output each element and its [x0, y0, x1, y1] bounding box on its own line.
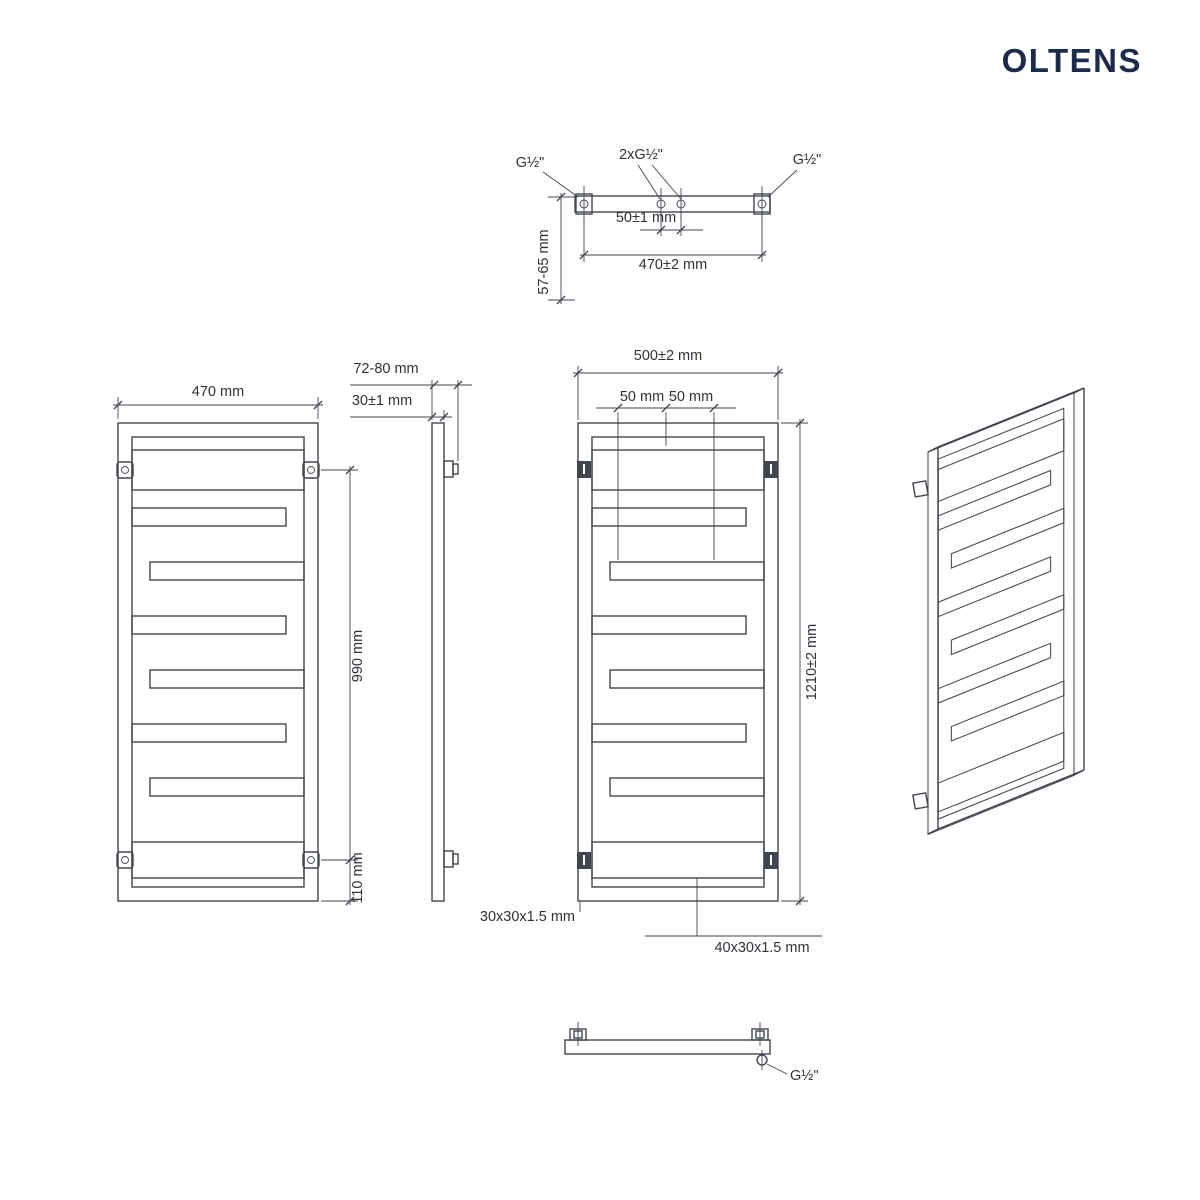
dim-label-overall-height: 1210±2 mm [804, 624, 820, 700]
bottom-bracket-left [569, 1022, 587, 1046]
bottom-tube [564, 1039, 771, 1055]
top-view: G½" 2xG½" G½" 50±1 mm 470±2 mm 57-65 mm [516, 147, 822, 305]
perspective-brackets [912, 480, 929, 810]
dim-overall-height [781, 418, 808, 906]
mounting-bracket-top-right [302, 461, 320, 479]
front-outer-frame [117, 422, 319, 902]
front-inner-frame [131, 436, 305, 888]
dim-connection-offsets [596, 403, 736, 560]
bottom-bracket-right [751, 1022, 769, 1046]
dim-label-front-width: 470 mm [192, 384, 244, 400]
perspective-depth-edges [927, 387, 1085, 835]
leader-conn-mid-1 [637, 164, 661, 200]
side-bracket-top [443, 460, 459, 478]
dim-conn-width [579, 216, 767, 262]
label-conn-right: G½" [793, 152, 822, 168]
dim-label-conn-width: 470±2 mm [639, 257, 707, 273]
mounting-bracket-top-left [116, 461, 134, 479]
dim-inner-frame [591, 436, 765, 888]
bottom-connection [756, 1050, 788, 1075]
dim-label-side-tube: 30±1 mm [352, 393, 412, 409]
front-meander-bars [131, 507, 305, 797]
dim-label-overall-width: 500±2 mm [634, 348, 702, 364]
side-body [431, 422, 445, 902]
leader-profile-bar [645, 878, 822, 937]
leader-conn-left [542, 171, 579, 198]
perspective-front-face [927, 392, 1075, 836]
dim-overall-width [573, 366, 783, 420]
brand-logo: OLTENS [1001, 42, 1142, 79]
dim-label-bracket-offset: 110 mm [350, 852, 366, 903]
mounting-bracket-bottom-left [116, 851, 134, 869]
label-bottom-conn: G½" [790, 1068, 819, 1084]
bottom-view: G½" [564, 1022, 819, 1084]
side-view: 72-80 mm 30±1 mm [350, 361, 472, 902]
label-conn-left: G½" [516, 155, 545, 171]
front-view: 470 mm 990 mm 110 mm [113, 384, 366, 906]
dim-label-50-left: 50 mm [620, 389, 664, 405]
front-bottom-rail [131, 841, 305, 879]
dim-side-tube [350, 410, 452, 422]
leader-conn-right [767, 169, 798, 198]
dim-front-width [113, 397, 323, 419]
dim-side-depth [350, 380, 472, 461]
label-profile-bar: 40x30x1.5 mm [714, 940, 809, 956]
dim-meander-bars [591, 507, 765, 797]
dim-label-bracket-span: 990 mm [350, 630, 366, 682]
dim-label-wall: 57-65 mm [536, 229, 552, 294]
label-conn-mid: 2xG½" [619, 147, 663, 163]
leader-conn-mid-2 [651, 164, 682, 200]
dimension-view: 500±2 mm 50 mm 50 mm 1210±2 mm 30x30x1.5… [480, 348, 822, 956]
side-bracket-bottom [443, 850, 459, 868]
dim-label-50-right: 50 mm [669, 389, 713, 405]
dim-outer-frame [577, 422, 779, 902]
dim-bottom-rail [591, 841, 765, 879]
dim-label-conn-spacing: 50±1 mm [616, 210, 676, 226]
label-profile-frame: 30x30x1.5 mm [480, 909, 575, 925]
dim-wall-distance [548, 192, 577, 305]
perspective-view [912, 387, 1085, 836]
front-top-rail [131, 449, 305, 491]
dim-bracket-span [321, 465, 358, 906]
mounting-bracket-bottom-right [302, 851, 320, 869]
dim-label-side-depth: 72-80 mm [353, 361, 418, 377]
wall-bracket-marks [577, 461, 778, 869]
dim-conn-spacing [640, 212, 703, 236]
